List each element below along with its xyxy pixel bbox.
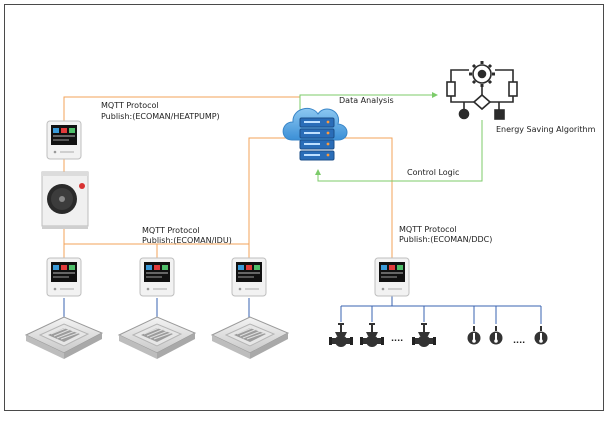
cloud-server-icon <box>282 107 348 161</box>
idu-topic-label: Publish:(ECOMAN/IDU) <box>142 236 232 245</box>
diagram-frame <box>4 4 604 411</box>
data-analysis-label: Data Analysis <box>339 96 394 105</box>
idu-controller-3-icon <box>231 257 267 297</box>
data-analysis-arrow <box>299 92 438 112</box>
heatpump-controller-icon <box>46 120 82 160</box>
ddc-protocol-label: MQTT Protocol <box>399 225 457 234</box>
sensor-1-icon <box>467 326 481 345</box>
sensor-2-icon <box>489 326 503 345</box>
cassette-unit-3-icon <box>211 316 289 360</box>
valve-1-icon <box>329 323 353 347</box>
sensor-3-icon <box>534 326 548 345</box>
analysis-links <box>299 92 483 182</box>
cassette-unit-2-icon <box>118 316 196 360</box>
idu-controller-1-icon <box>46 257 82 297</box>
ddc-topic-label: Publish:(ECOMAN/DDC) <box>399 235 493 244</box>
control-logic-label: Control Logic <box>407 168 460 177</box>
ddc-mqtt-link <box>335 137 393 258</box>
ddc-controller-icon <box>374 257 410 297</box>
cassette-unit-1-icon <box>25 316 103 360</box>
valve-3-icon <box>412 323 436 347</box>
valve-2-icon <box>360 323 384 347</box>
gear-algorithm-icon <box>446 61 518 120</box>
outdoor-heat-pump-icon <box>41 171 89 229</box>
sensors-ellipsis: .... <box>513 336 526 345</box>
device-links <box>63 296 542 324</box>
idu-protocol-label: MQTT Protocol <box>142 226 200 235</box>
energy-saving-label: Energy Saving Algorithm <box>496 125 596 134</box>
valves-ellipsis: .... <box>391 334 404 343</box>
control-logic-arrow <box>315 120 483 182</box>
idu-controller-2-icon <box>139 257 175 297</box>
heatpump-protocol-label: MQTT Protocol <box>101 101 159 110</box>
heatpump-topic-label: Publish:(ECOMAN/HEATPUMP) <box>101 112 220 121</box>
